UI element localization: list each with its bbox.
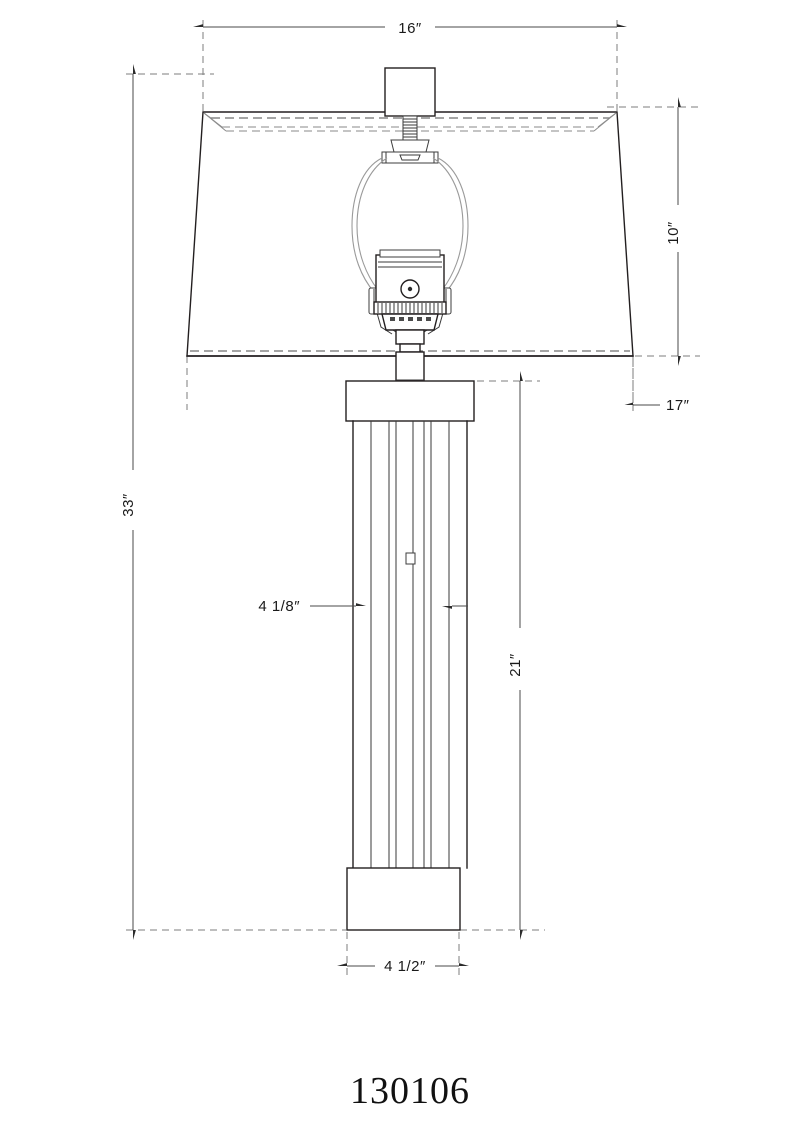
- top-cap: [345, 380, 475, 422]
- dim-label-base-width: 4 1/2″: [384, 958, 426, 975]
- socket: [373, 249, 447, 353]
- dimension-base-width: 4 1/2″: [337, 958, 469, 975]
- fluted-column-body: [352, 420, 468, 869]
- dim-label-overall-height: 33″: [120, 493, 137, 517]
- dimension-top-width: 16″: [193, 20, 627, 37]
- dimension-overall-height: 33″: [120, 64, 137, 940]
- finial: [381, 67, 439, 164]
- dim-label-shade-height: 10″: [665, 221, 682, 245]
- dim-label-body-height: 21″: [507, 653, 524, 677]
- extension-lines: [126, 20, 700, 975]
- base-plinth: [346, 867, 461, 931]
- dim-label-body-width: 4 1/8″: [258, 598, 300, 615]
- dimension-shade-bottom-width: 17″: [624, 360, 690, 414]
- dim-label-top-width: 16″: [398, 20, 422, 37]
- dimension-body-width: 4 1/8″: [258, 598, 468, 615]
- part-number-label: 130106: [350, 1070, 470, 1112]
- dimension-body-height: 21″: [507, 371, 524, 940]
- dimension-shade-height: 10″: [665, 97, 682, 366]
- dim-label-shade-bottom-width: 17″: [666, 397, 690, 414]
